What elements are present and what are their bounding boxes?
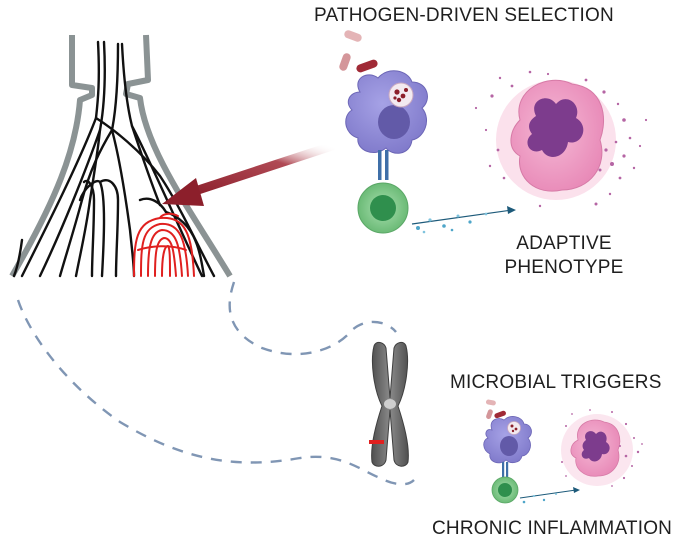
chromosome [369, 341, 409, 467]
selected-lineage [133, 212, 195, 277]
lineage-tree [9, 34, 233, 278]
dashed-connectors [16, 281, 415, 486]
tree-outline-right [123, 34, 233, 278]
tree-branches [12, 40, 216, 278]
t-cell-large [357, 182, 409, 234]
selection-arrow [162, 141, 337, 206]
neutrophil-granules-large [474, 70, 648, 208]
label-adaptive: ADAPTIVE [516, 233, 612, 254]
neutrophil-granules-small [561, 409, 643, 487]
cytokine-spray-small [519, 487, 580, 504]
t-cell-small [491, 476, 519, 504]
receptor-small [502, 462, 509, 478]
pathogen-rods-large [339, 30, 378, 73]
tree-outline-left [9, 35, 95, 278]
receptor-large [378, 150, 389, 180]
label-microbial-triggers: MICROBIAL TRIGGERS [450, 372, 662, 393]
label-pathogen-driven-selection: PATHOGEN-DRIVEN SELECTION [314, 5, 614, 26]
chromosome-mutation-band [369, 440, 384, 444]
neutrophil-small [561, 414, 633, 486]
label-chronic-inflammation: CHRONIC INFLAMMATION [432, 518, 673, 539]
pathogen-rods-small [485, 399, 506, 420]
neutrophil-large [496, 79, 616, 200]
macrophage-large [345, 70, 428, 154]
label-phenotype: PHENOTYPE [504, 257, 624, 278]
macrophage-small [483, 416, 532, 464]
cytokine-spray-large [411, 206, 516, 234]
